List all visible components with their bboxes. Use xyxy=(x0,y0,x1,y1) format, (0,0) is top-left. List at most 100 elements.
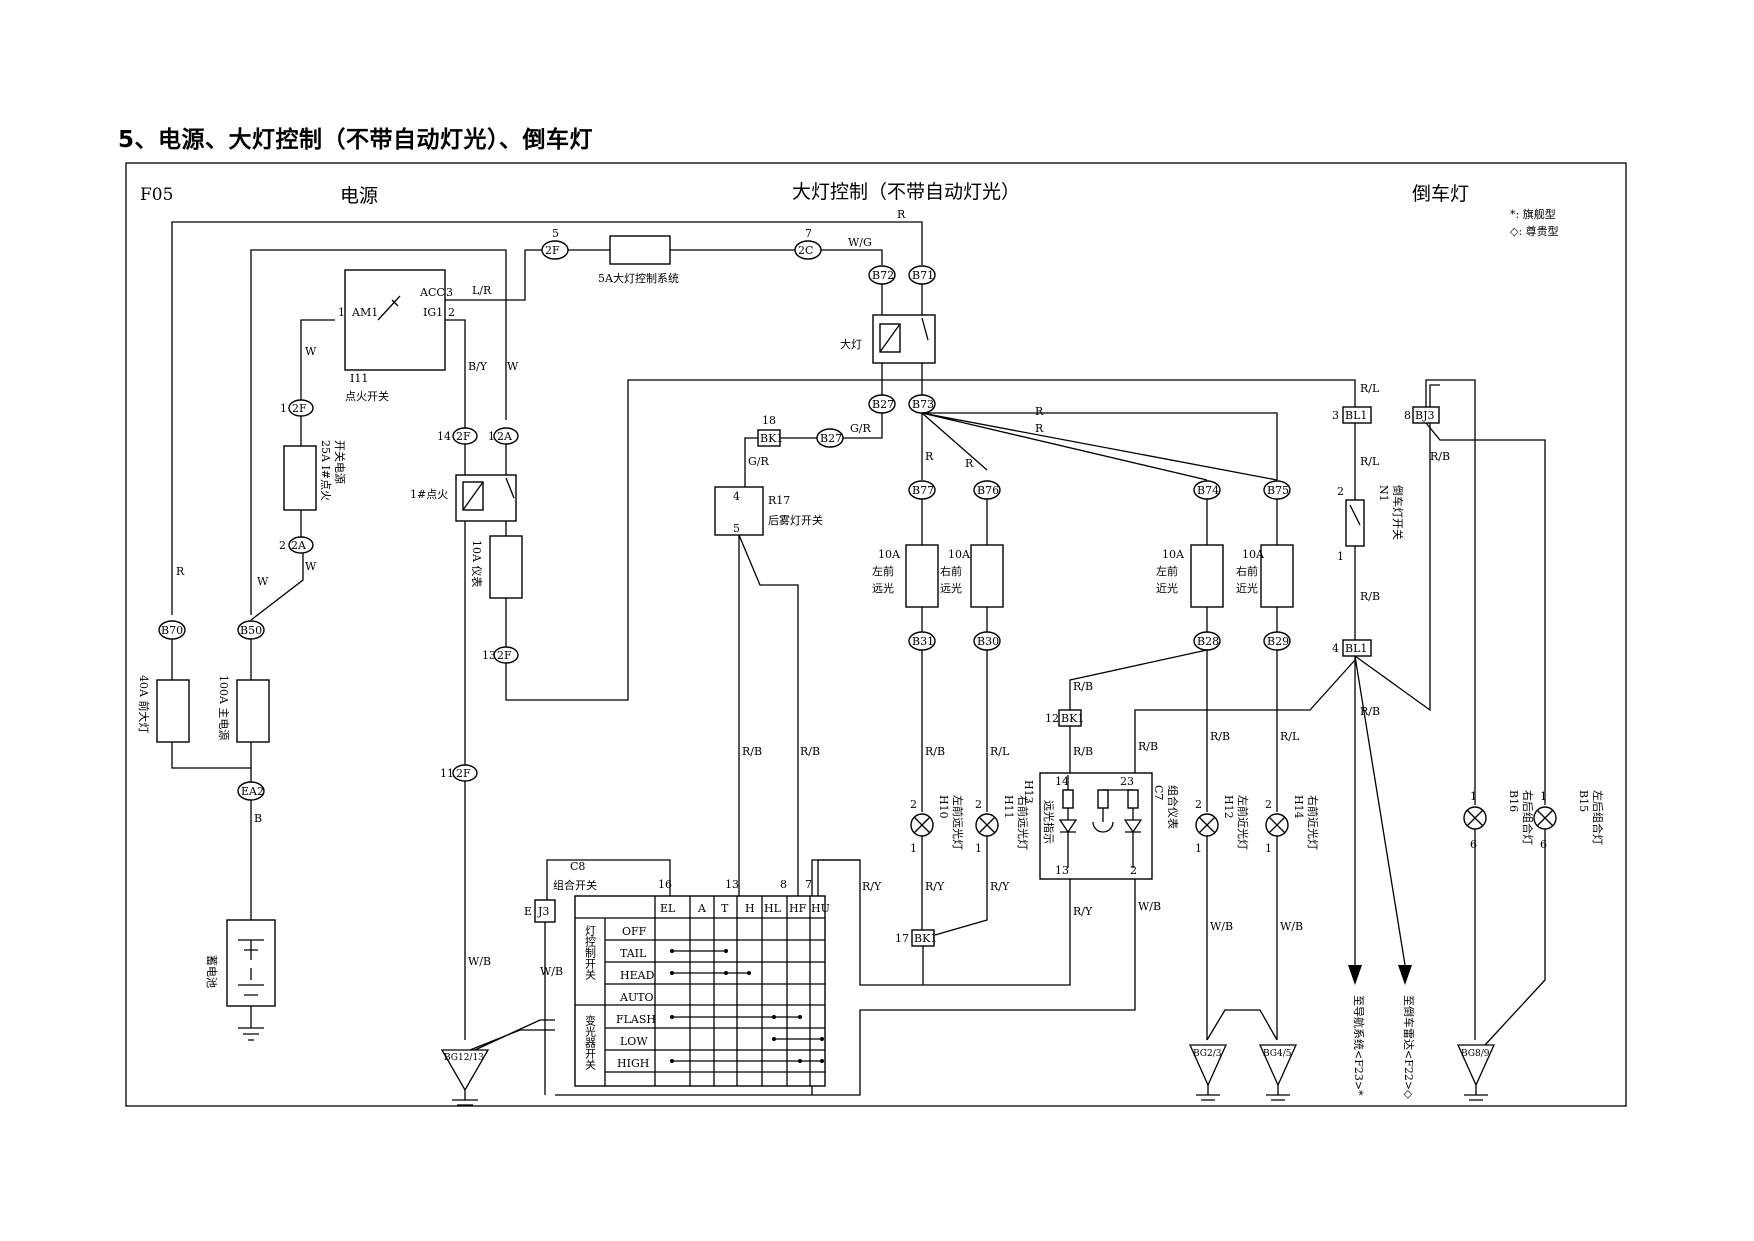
connector-2f-14: 2F xyxy=(456,430,471,443)
fuse-rh-low-2: 右前 xyxy=(1236,564,1258,578)
fuse-5a-label: 5A大灯控制系统 xyxy=(598,271,679,285)
wire-label: W xyxy=(257,575,269,588)
svg-text:1: 1 xyxy=(488,430,495,443)
lamp-h11-code: H11 xyxy=(1002,795,1015,819)
row-flash: FLASH xyxy=(616,1013,656,1026)
ground-bg2: BG2/3 xyxy=(1193,1049,1222,1059)
reverse-switch-name: 倒车灯开关 xyxy=(1391,485,1405,540)
lamp-b16: 16 B16 右后组合灯 xyxy=(1463,790,1535,851)
connector-b73: B73 xyxy=(912,398,934,411)
svg-text:2: 2 xyxy=(910,798,917,811)
wire-label: R/Y xyxy=(1073,905,1093,918)
svg-text:6: 6 xyxy=(1470,838,1477,851)
row-auto: AUTO xyxy=(619,991,654,1004)
svg-text:13: 13 xyxy=(482,649,496,662)
connector-2a: 2A xyxy=(291,539,307,552)
lamp-h11-name: 右前远光灯 xyxy=(1016,795,1030,850)
svg-text:14: 14 xyxy=(1055,775,1069,788)
wire-label: R xyxy=(897,208,906,221)
fog-switch-code: R17 xyxy=(768,494,790,507)
combo-switch-name: 组合开关 xyxy=(553,878,597,892)
connector-b76: B76 xyxy=(977,484,999,497)
wire-label: W/B xyxy=(1280,920,1303,933)
svg-text:2: 2 xyxy=(975,798,982,811)
wire-label: R/B xyxy=(1430,450,1450,463)
svg-text:12: 12 xyxy=(1045,712,1059,725)
fuse-10a-meter-label: 10A 仪表 xyxy=(470,540,484,587)
meter-name: 组合仪表 xyxy=(1166,785,1180,829)
wire-label: R xyxy=(1035,405,1044,418)
connector-b77: B77 xyxy=(912,484,934,497)
lamp-h11: 21 H11 右前远光灯 xyxy=(975,795,1030,855)
connector-2f-5: 2F xyxy=(545,244,560,257)
connector-bl1-4: BL1 xyxy=(1345,642,1367,655)
wire-label: R/Y xyxy=(862,880,882,893)
row-low: LOW xyxy=(620,1035,648,1048)
connector-bl1-3: BL1 xyxy=(1345,409,1367,422)
row-high: HIGH xyxy=(617,1057,649,1070)
page-title: 5、电源、大灯控制（不带自动灯光）、倒车灯 xyxy=(118,127,594,153)
combo-switch-code: C8 xyxy=(570,860,585,873)
lamp-h12-code: H12 xyxy=(1222,795,1235,819)
ign-ig1: IG1 xyxy=(423,306,443,319)
fuse-rh-low-3: 近光 xyxy=(1236,581,1258,595)
lamp-h10-name: 左前远光灯 xyxy=(951,795,965,850)
connector-2c: 2C xyxy=(798,244,813,257)
col-hf: HF xyxy=(789,902,807,915)
ground-bg12: BG12/13 xyxy=(444,1053,484,1063)
svg-text:E: E xyxy=(524,905,532,918)
ign-acc: ACC xyxy=(419,286,445,299)
svg-text:2: 2 xyxy=(1130,864,1137,877)
lamp-b16-code: B16 xyxy=(1507,790,1520,812)
wire-label: R xyxy=(965,457,974,470)
fuse-column-b75: B75 10A 右前 近光 B29 R/L xyxy=(1236,480,1300,812)
row-head: HEAD xyxy=(620,969,655,982)
fuse-lh-high-3: 远光 xyxy=(872,581,894,595)
h13-label: H13 xyxy=(1022,780,1035,804)
meter-indicator: 远光指示 xyxy=(1042,800,1056,844)
lamp-b16-name: 右后组合灯 xyxy=(1521,790,1535,845)
switch-table: EL A T H HL HF HU 灯控制开关 变光器开关 OFF TAIL H… xyxy=(574,895,830,1087)
lamp-b15-name: 左后组合灯 xyxy=(1591,790,1605,845)
fog-switch-name: 后雾灯开关 xyxy=(768,513,823,527)
legend-2: ◇: 尊贵型 xyxy=(1510,224,1559,238)
wire-label: R/B xyxy=(742,745,762,758)
svg-text:7: 7 xyxy=(805,878,812,891)
svg-text:2: 2 xyxy=(1195,798,1202,811)
fuse-lh-low-1: 10A xyxy=(1162,548,1185,561)
lamp-h14-name: 右前近光灯 xyxy=(1306,795,1320,850)
row-tail: TAIL xyxy=(620,947,647,960)
diagram-id: F05 xyxy=(140,185,173,205)
lamp-b15: 16 B15 左后组合灯 xyxy=(1533,790,1605,851)
fuse-rh-high-3: 远光 xyxy=(940,581,962,595)
wire-label: R/Y xyxy=(990,880,1010,893)
svg-text:1: 1 xyxy=(338,306,345,319)
svg-text:2: 2 xyxy=(1337,485,1344,498)
section-power: 电源 xyxy=(340,185,378,207)
svg-text:17: 17 xyxy=(895,932,909,945)
wire-label: R/B xyxy=(925,745,945,758)
fuse-25a-label1: 25A I#点火 xyxy=(319,440,332,501)
wire-label: W xyxy=(305,345,317,358)
wire-label: R/B xyxy=(1138,740,1158,753)
connector-b75: B75 xyxy=(1267,484,1289,497)
wire-label: G/R xyxy=(850,422,871,435)
svg-text:2: 2 xyxy=(279,539,286,552)
svg-text:11: 11 xyxy=(440,767,454,780)
connector-2f-13: 2F xyxy=(497,649,512,662)
connector-2a-1: 2A xyxy=(497,430,513,443)
svg-text:5: 5 xyxy=(733,522,740,535)
wire-label: W xyxy=(507,360,519,373)
fuse-rh-high-1: 10A xyxy=(948,548,971,561)
svg-text:6: 6 xyxy=(1540,838,1547,851)
connector-2f: 2F xyxy=(292,402,307,415)
row-off: OFF xyxy=(622,925,647,938)
svg-text:1: 1 xyxy=(910,842,917,855)
svg-text:4: 4 xyxy=(1332,642,1339,655)
wire-label: R/Y xyxy=(925,880,945,893)
fuse-rh-high-2: 右前 xyxy=(940,564,962,578)
fuse-rh-low-1: 10A xyxy=(1242,548,1265,561)
connector-bk1-17: BK1 xyxy=(914,932,937,945)
wire-label: L/R xyxy=(472,284,492,297)
section-headlamp: 大灯控制（不带自动灯光） xyxy=(792,181,1020,203)
